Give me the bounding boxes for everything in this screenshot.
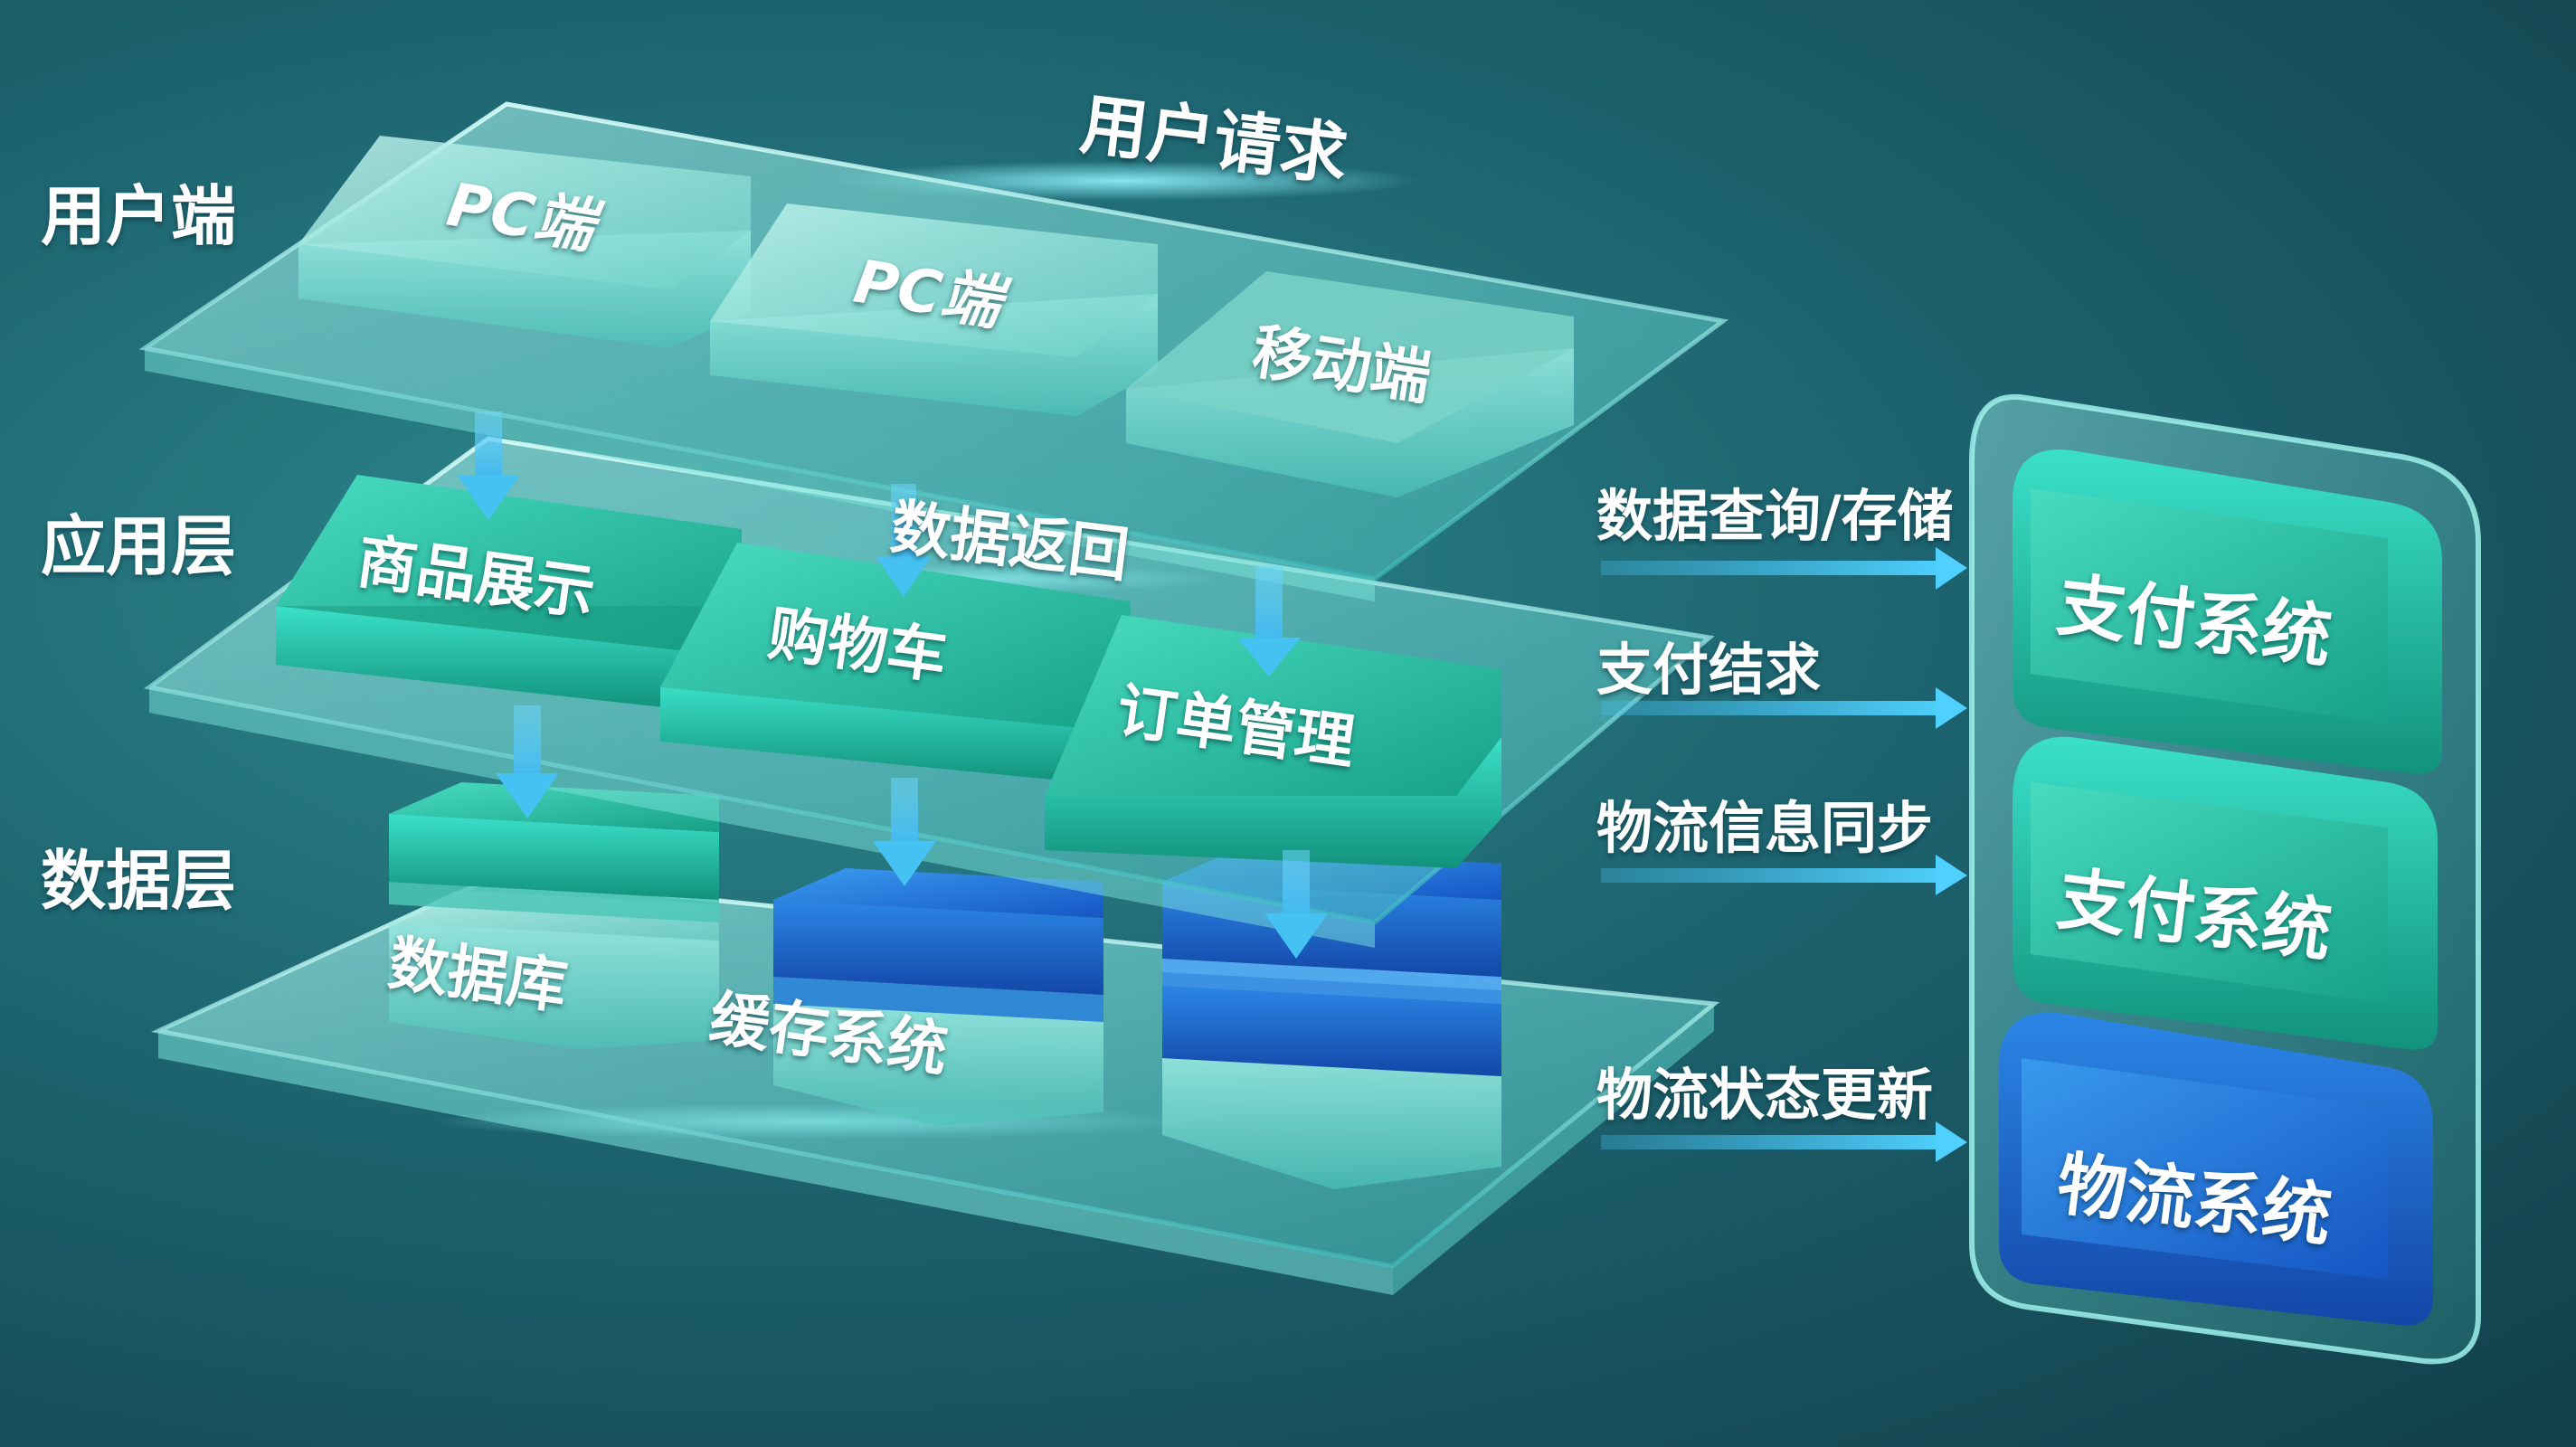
right-flow-label-2: 支付结求 <box>1596 637 1822 703</box>
shopping-cart-block <box>660 543 1131 782</box>
logistics-system-block <box>1999 1012 2433 1326</box>
right-arrow-logistics-update <box>1601 1121 1967 1162</box>
product-display-block <box>276 475 742 710</box>
down-arrow-1 <box>457 411 520 520</box>
layer-label-app: 应用层 <box>41 508 237 584</box>
right-flow-label-3: 物流信息同步 <box>1596 795 1934 861</box>
down-arrow-4 <box>496 705 559 818</box>
down-arrow-5 <box>873 778 936 886</box>
layer-label-user: 用户端 <box>41 178 237 254</box>
down-arrow-6 <box>1264 850 1328 959</box>
database-block <box>389 782 719 1049</box>
right-flow-label-1: 数据查询/存储 <box>1596 483 1954 549</box>
pc-block-2 <box>710 203 1158 416</box>
right-flow-label-4: 物流状态更新 <box>1596 1062 1934 1128</box>
cache-system-block <box>773 868 1103 1126</box>
payment-system-block-2 <box>2012 736 2438 1050</box>
pc-block-1 <box>298 136 751 348</box>
right-arrow-payment <box>1601 687 1967 729</box>
order-management-block <box>1045 615 1501 868</box>
down-arrow-2 <box>876 484 932 597</box>
payment-system-block-1 <box>2012 449 2442 774</box>
layer-label-data: 数据层 <box>41 843 237 919</box>
down-arrow-3 <box>1237 565 1301 676</box>
right-arrow-logistics-sync <box>1601 855 1967 895</box>
mobile-block <box>1126 271 1574 497</box>
right-arrow-query <box>1601 547 1967 590</box>
